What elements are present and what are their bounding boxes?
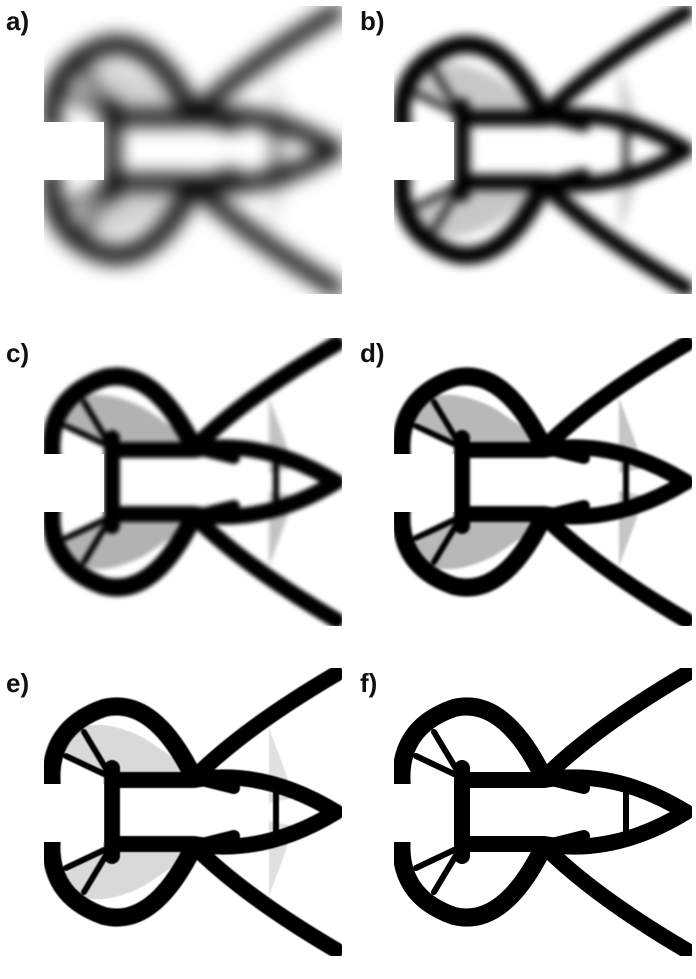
panel-label-d: d) [360,338,385,368]
panel-label-b: b) [360,6,385,36]
panel-b: b) [348,0,696,310]
panel-label-f: f) [360,668,378,698]
structure-group [44,338,342,626]
panel-label-c: c) [6,338,30,368]
topology-image-f [394,668,692,956]
topology-image-d [394,338,692,626]
structure-group [394,6,692,294]
panel-c: c) [0,330,348,640]
panel-a: a) [0,0,348,310]
panel-d: d) [348,330,696,640]
topology-image-e [44,668,342,956]
structure-group [394,338,692,626]
structure-group [44,6,342,294]
panel-label-e: e) [6,668,30,698]
panel-e: e) [0,660,348,976]
topology-image-c [44,338,342,626]
topology-image-b [394,6,692,294]
structure-group [44,668,342,956]
topology-image-a [44,6,342,294]
panel-label-a: a) [6,6,30,36]
panel-f: f) [348,660,696,976]
